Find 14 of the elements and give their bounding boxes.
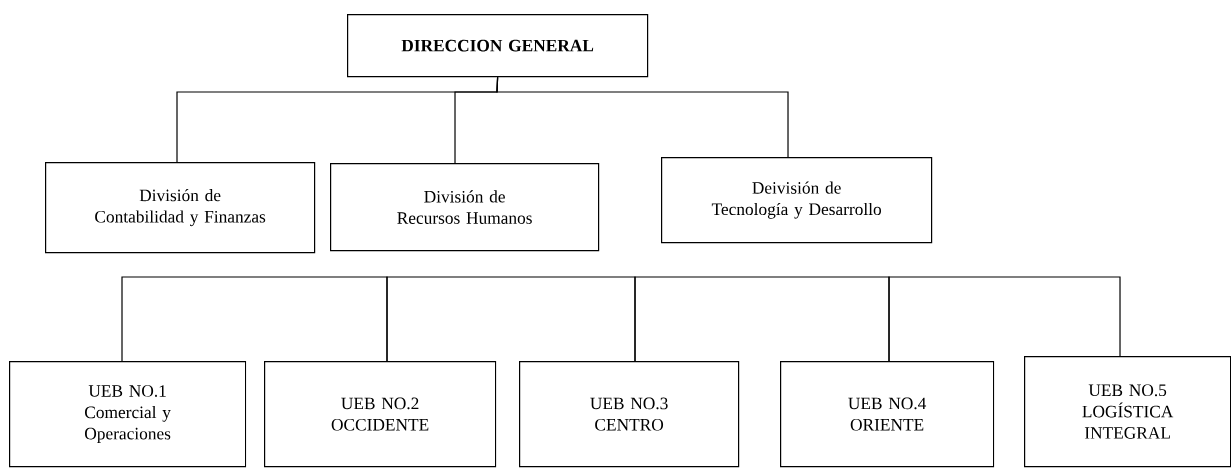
org-box: División de Recursos Humanos bbox=[330, 163, 600, 252]
org-box: UEB NO.5 LOGÍSTICA INTEGRAL bbox=[1024, 356, 1231, 468]
org-box: División de Contabilidad y Finanzas bbox=[45, 162, 316, 254]
connector-line bbox=[634, 276, 890, 362]
connector-line bbox=[386, 276, 636, 362]
org-box: Deivisión de Tecnología y Desarrollo bbox=[661, 157, 933, 244]
org-box: UEB NO.4 ORIENTE bbox=[780, 361, 995, 468]
org-box: UEB NO.3 CENTRO bbox=[519, 361, 740, 468]
heading-box: DIRECCION GENERAL bbox=[347, 14, 649, 78]
connector-line bbox=[496, 76, 789, 158]
org-box: UEB NO.2 OCCIDENTE bbox=[264, 361, 497, 468]
connector-line bbox=[121, 276, 388, 362]
org-box: UEB NO.1 Comercial y Operaciones bbox=[9, 361, 247, 468]
connector-line bbox=[888, 276, 1121, 362]
